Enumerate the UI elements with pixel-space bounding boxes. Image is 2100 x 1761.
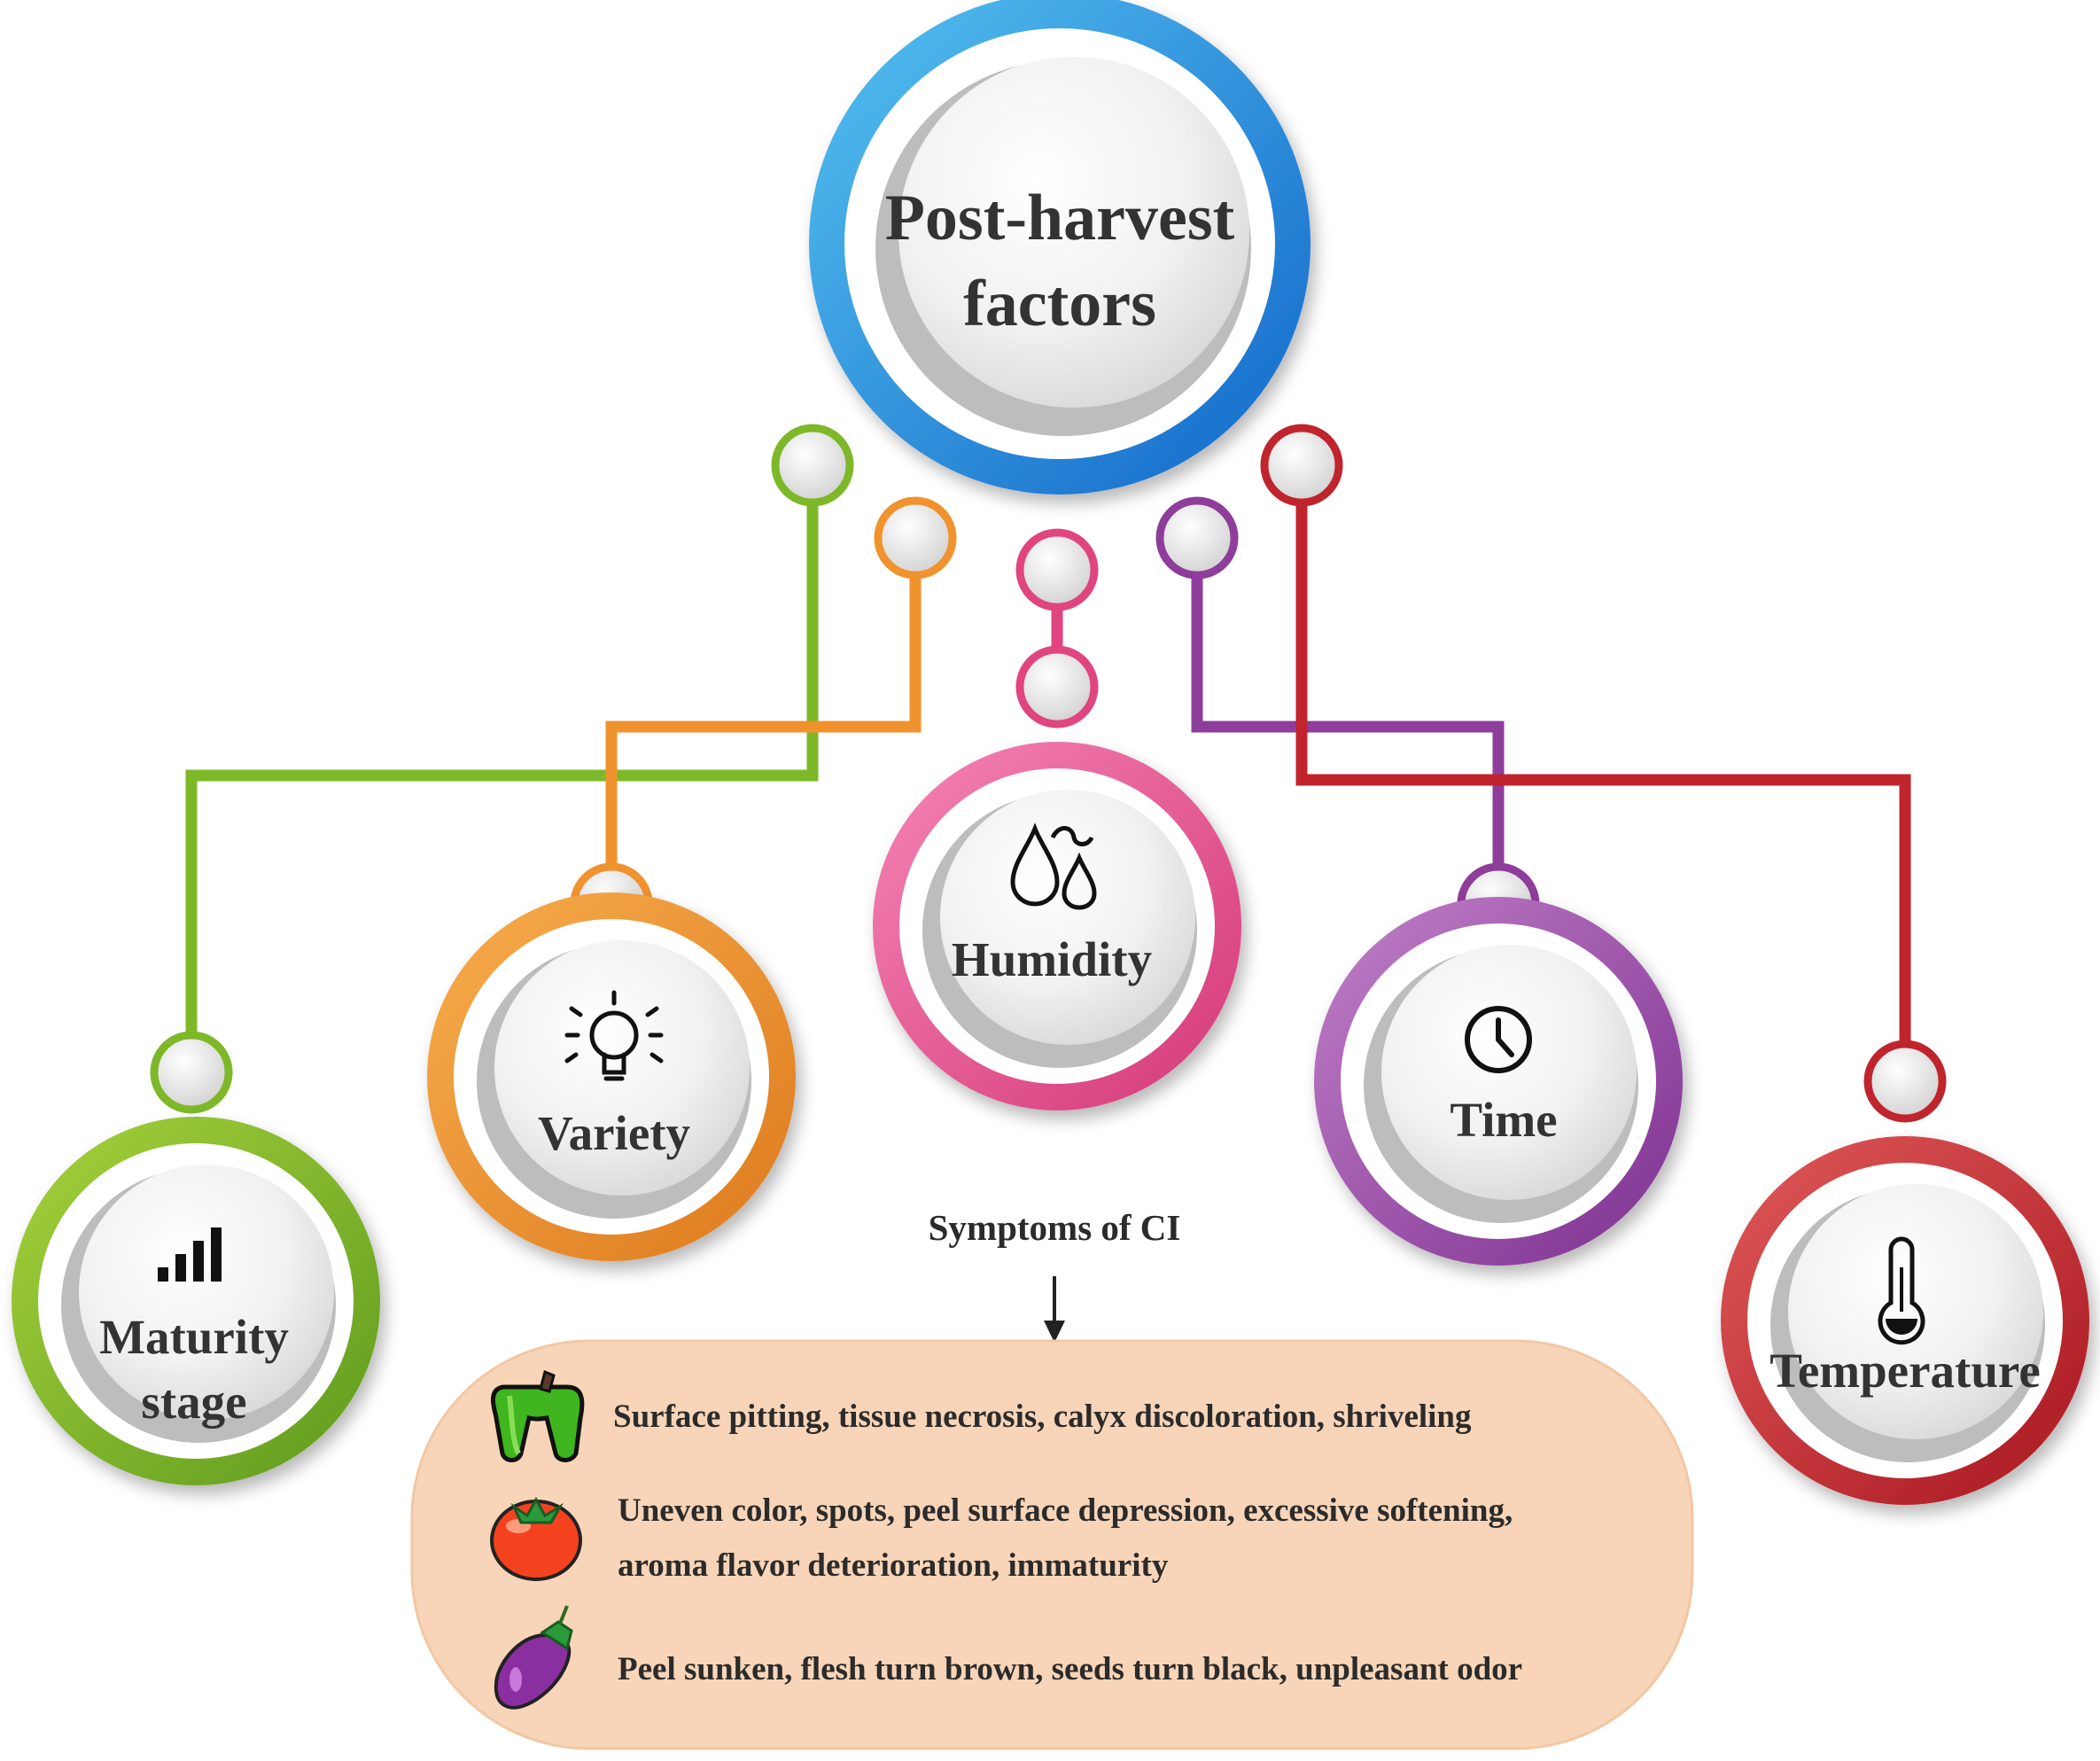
maturity-connector <box>185 505 819 1032</box>
light-bulb-icon <box>564 990 664 1081</box>
maturity-label-line2: stage <box>141 1375 246 1429</box>
temperature-node: Temperature <box>1721 1136 2089 1505</box>
temperature-bottom-circle <box>1863 1040 1947 1123</box>
humidity-node: Humidity <box>873 742 1241 1110</box>
symptom-2-line2: aroma flavor deterioration, immaturity <box>618 1547 1169 1584</box>
maturity-bottom-circle <box>150 1031 233 1114</box>
maturity-node: Maturity stage <box>12 1117 380 1485</box>
symptom-3-line1: Peel sunken, flesh turn brown, seeds tur… <box>618 1651 1522 1687</box>
eggplant-icon <box>494 1605 573 1710</box>
variety-connector <box>605 576 922 864</box>
time-connector <box>1191 576 1505 877</box>
variety-top-circle <box>874 496 957 580</box>
humidity-top-circle <box>1015 528 1099 612</box>
clock-icon <box>1465 1006 1532 1073</box>
symptoms-box <box>410 1339 1694 1750</box>
time-node: Time <box>1314 897 1683 1266</box>
bell-pepper-icon <box>491 1369 585 1462</box>
tomato-icon <box>490 1496 582 1581</box>
humidity-label: Humidity <box>952 932 1152 986</box>
water-drops-icon <box>1010 822 1097 910</box>
symptoms-title: Symptoms of CI <box>929 1207 1181 1248</box>
maturity-top-circle <box>771 424 854 507</box>
connector-lines <box>185 505 1911 1044</box>
symptoms-section: Symptoms of CI Surface pitting, tissue n… <box>410 1207 1694 1750</box>
temperature-connector <box>1295 505 1911 1044</box>
time-top-circle <box>1155 496 1239 580</box>
variety-label: Variety <box>538 1106 690 1160</box>
symptoms-arrow-head <box>1044 1321 1065 1343</box>
signal-bars-icon <box>158 1227 222 1282</box>
humidity-bottom-circle <box>1015 645 1099 729</box>
temperature-label: Temperature <box>1769 1344 2041 1398</box>
maturity-label-line1: Maturity <box>99 1310 289 1364</box>
symptom-1-line1: Surface pitting, tissue necrosis, calyx … <box>613 1399 1472 1435</box>
central-title-line2: factors <box>963 268 1156 340</box>
temperature-top-circle <box>1260 424 1343 507</box>
time-label: Time <box>1450 1093 1557 1147</box>
symptom-2-line1: Uneven color, spots, peel surface depres… <box>618 1492 1513 1529</box>
central-node: Post-harvest factors <box>809 0 1311 495</box>
variety-node: Variety <box>427 892 796 1261</box>
central-title-line1: Post-harvest <box>885 182 1235 254</box>
thermometer-icon <box>1878 1236 1925 1345</box>
